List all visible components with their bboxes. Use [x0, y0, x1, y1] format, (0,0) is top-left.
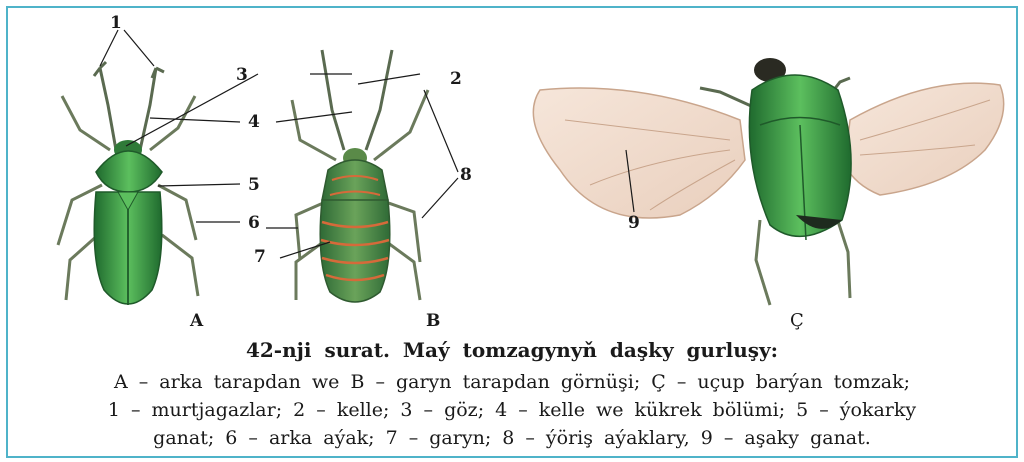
panel-label-b: B [426, 311, 440, 331]
figure-caption-line-3: ganat; 6 – arka aýak; 7 – garyn; 8 – ýör… [0, 427, 1024, 449]
label-5: 5 [248, 175, 260, 195]
figure-caption-line-2: 1 – murtjagazlar; 2 – kelle; 3 – göz; 4 … [0, 399, 1024, 421]
label-7: 7 [254, 247, 266, 267]
label-1: 1 [110, 13, 122, 33]
beetle-b-ventral [292, 50, 428, 302]
figure-caption-title: 42-nji surat. Maý tomzagynyň daşky gurlu… [0, 338, 1024, 362]
beetle-c-flying [533, 58, 1003, 305]
panel-label-a: A [189, 311, 204, 331]
label-2: 2 [450, 69, 462, 89]
figure-caption-line-1: A – arka tarapdan we B – garyn tarapdan … [0, 371, 1024, 393]
beetle-figure: 1 2 3 4 5 6 7 8 9 A B Ç [0, 0, 1024, 340]
beetle-a-dorsal [58, 62, 198, 305]
label-4: 4 [248, 112, 260, 132]
label-3: 3 [236, 65, 248, 85]
panel-label-c: Ç [790, 310, 804, 331]
label-6: 6 [248, 213, 260, 233]
label-9: 9 [628, 213, 640, 233]
label-8: 8 [460, 165, 472, 185]
